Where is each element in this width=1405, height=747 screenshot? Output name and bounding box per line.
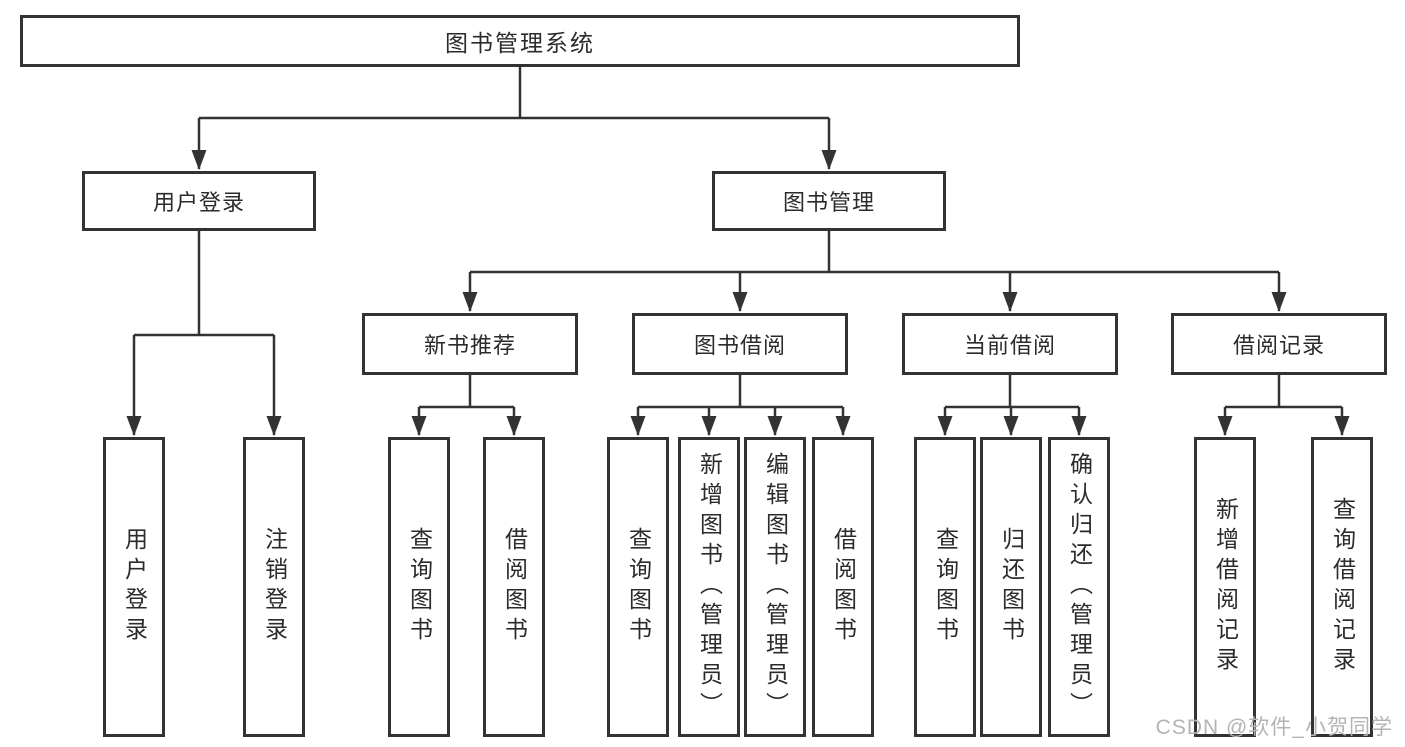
node-user-login: 用户登录 bbox=[82, 171, 316, 231]
node-book-management: 图书管理 bbox=[712, 171, 946, 231]
csdn-watermark: CSDN @软件_小贺同学 bbox=[1155, 716, 1393, 739]
leaf-query-borrow-record: 查询借阅记录 bbox=[1311, 437, 1373, 737]
leaf-logout: 注销登录 bbox=[243, 437, 305, 737]
leaf-edit-books-admin: 编辑图书（管理员） bbox=[744, 437, 806, 737]
leaf-query-books: 查询图书 bbox=[388, 437, 450, 737]
node-new-book-recommend: 新书推荐 bbox=[362, 313, 578, 375]
leaf-user-login: 用户登录 bbox=[103, 437, 165, 737]
node-borrow-records: 借阅记录 bbox=[1171, 313, 1387, 375]
node-book-borrow: 图书借阅 bbox=[632, 313, 848, 375]
leaf-confirm-return-admin: 确认归还（管理员） bbox=[1048, 437, 1110, 737]
leaf-add-borrow-record: 新增借阅记录 bbox=[1194, 437, 1256, 737]
leaf-borrow-books-2: 借阅图书 bbox=[812, 437, 874, 737]
leaf-query-books-2: 查询图书 bbox=[607, 437, 669, 737]
leaf-add-books-admin: 新增图书（管理员） bbox=[678, 437, 740, 737]
leaf-borrow-books: 借阅图书 bbox=[483, 437, 545, 737]
leaf-return-books: 归还图书 bbox=[980, 437, 1042, 737]
leaf-query-books-3: 查询图书 bbox=[914, 437, 976, 737]
node-library-management-system: 图书管理系统 bbox=[20, 15, 1020, 67]
node-current-borrow: 当前借阅 bbox=[902, 313, 1118, 375]
